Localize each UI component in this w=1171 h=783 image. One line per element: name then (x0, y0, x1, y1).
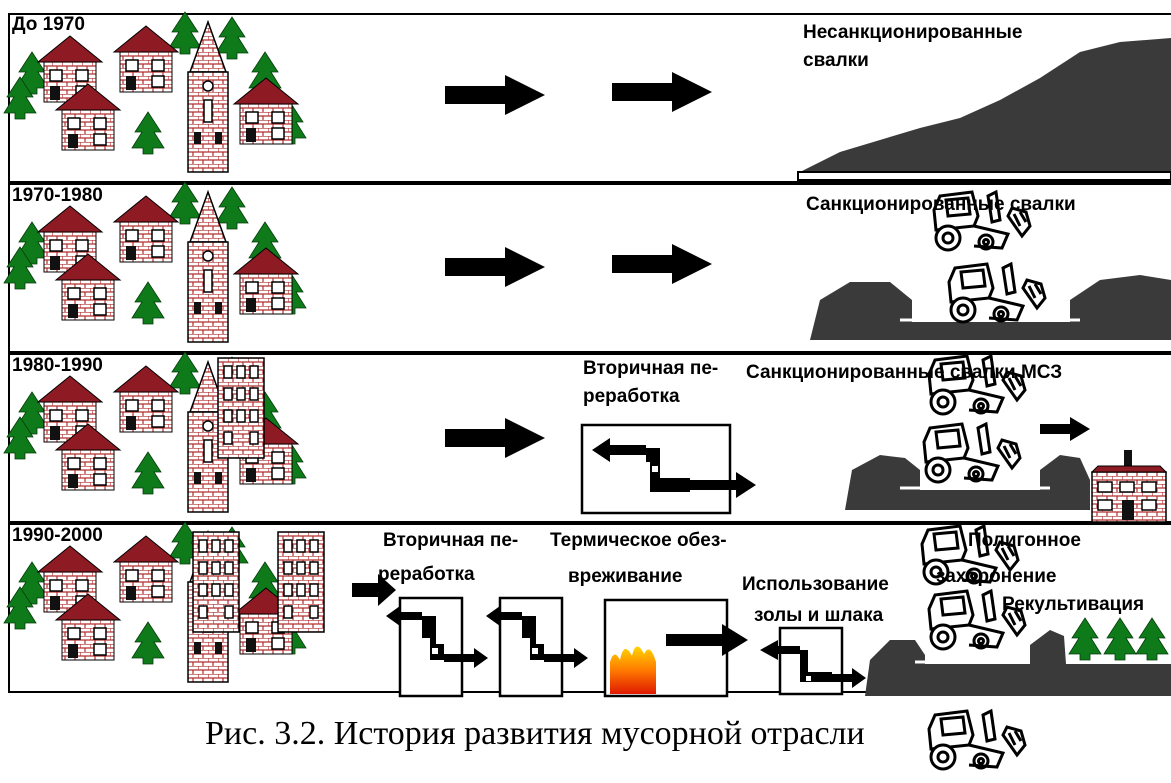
period-label-4: 1990-2000 (12, 525, 103, 546)
bulldozer-icon (922, 422, 1022, 484)
tower-icon (277, 531, 325, 633)
recycle-box-icon (484, 596, 590, 698)
arrow-icon (612, 244, 712, 284)
tree-icon (1068, 617, 1169, 661)
tower-icon (217, 357, 265, 459)
arrow-icon (445, 418, 545, 458)
period-label-2: 1970-1980 (12, 185, 103, 206)
stage-label: вреживание (568, 566, 683, 587)
landfill-hill-icon (810, 275, 1171, 340)
bulldozer-icon (927, 709, 1027, 771)
arrow-icon (445, 247, 545, 287)
stage-label: Несанкционированные (803, 22, 1023, 43)
figure-caption: Рис. 3.2. История развития мусорной отра… (205, 715, 865, 752)
stage-label: реработка (583, 386, 680, 407)
fire-icon (610, 646, 656, 694)
stage-label: Санкционированные свалки МСЗ (746, 362, 1063, 383)
stage-label: Использование (742, 574, 889, 595)
arrow-icon (1040, 417, 1090, 441)
arrow-icon (666, 624, 748, 656)
period-label-3: 1980-1990 (12, 355, 103, 376)
arrow-icon (352, 574, 396, 606)
arrow-icon (445, 75, 545, 115)
landfill-hill-icon (845, 455, 1090, 510)
stage-label: золы и шлака (754, 605, 884, 626)
stage-label: Термическое обез- (550, 530, 727, 551)
factory-icon (1091, 449, 1167, 523)
recycle-box-icon (384, 596, 490, 698)
bulldozer-icon (947, 262, 1047, 324)
stage-label: Вторичная пе- (383, 530, 519, 551)
recycle-box-icon (760, 626, 866, 696)
stage-label: захоронение (936, 566, 1057, 587)
tower-icon (192, 531, 240, 633)
stage-label: Вторичная пе- (583, 358, 719, 379)
stage-label: Рекультивация (1002, 594, 1145, 615)
arrow-icon (612, 72, 712, 112)
town-icon (4, 12, 306, 172)
landfill-hill-icon (865, 630, 1171, 696)
recycle-box-icon (580, 423, 756, 515)
stage-label: реработка (378, 564, 475, 585)
period-label-1: До 1970 (12, 14, 85, 35)
stage-label: Санкционированные свалки (806, 194, 1076, 215)
stage-label: свалки (803, 50, 869, 71)
landfill-hill-icon (797, 38, 1171, 181)
stage-label: Полигонное (968, 530, 1081, 551)
